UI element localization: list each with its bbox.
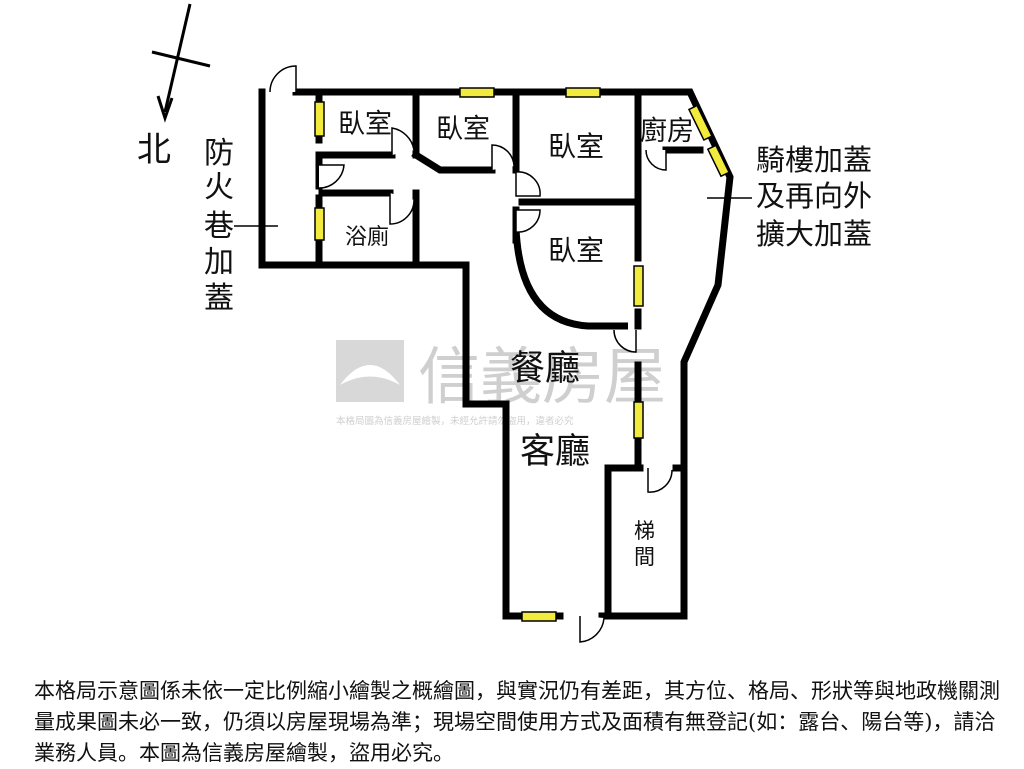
outer-wall-west <box>258 88 564 620</box>
door-passage-1 <box>318 164 345 189</box>
arcade-line-1: 騎樓加蓋 <box>756 143 872 177</box>
room-label-bedroom-2: 臥室 <box>436 114 490 145</box>
room-label-dining: 餐廳 <box>510 349 580 389</box>
north-label: 北 <box>137 130 171 170</box>
window-west-2 <box>314 207 325 241</box>
arcade-line-3: 擴大加蓋 <box>756 217 872 251</box>
room-label-stair-2: 間 <box>634 545 655 569</box>
door-stairwell <box>647 468 673 493</box>
entry-door-south <box>579 616 605 643</box>
curved-wall <box>512 227 628 330</box>
door-kitchen <box>645 149 667 171</box>
door-hall-a <box>515 171 541 197</box>
watermark: 信義房屋 本格局圖為信義房屋繪製，未經允許請勿盜用，違者必究 <box>336 340 666 427</box>
windows <box>314 87 731 622</box>
door-hall-b <box>515 209 541 233</box>
room-label-stair-1: 梯 <box>634 519 655 543</box>
arcade-line-2: 及再向外 <box>756 179 872 213</box>
fire-lane-char-2: 火 <box>204 170 234 205</box>
outer-wall <box>292 88 734 620</box>
window-arcade-1 <box>687 104 713 142</box>
room-label-bedroom-1: 臥室 <box>338 109 392 140</box>
door-bedroom-1 <box>391 127 415 155</box>
fire-lane-char-3: 巷 <box>204 209 234 244</box>
window-bedroom-east <box>633 265 644 307</box>
disclaimer-text: 本格局示意圖係未依一定比例縮小繪製之概繪圖，與實況仍有差距，其方位、格局、形狀等… <box>34 679 1000 765</box>
window-arcade-2 <box>706 144 731 178</box>
window-top-1 <box>459 87 495 98</box>
door-dining <box>613 329 637 353</box>
room-label-kitchen: 廚房 <box>640 116 694 147</box>
watermark-logo-mark <box>340 365 400 385</box>
room-label-living: 客廳 <box>520 432 590 472</box>
door-bathroom <box>389 193 415 225</box>
room-label-bathroom: 浴廁 <box>345 225 389 250</box>
entry-door-north <box>269 65 297 93</box>
fire-lane-char-5: 蓋 <box>204 281 234 316</box>
watermark-brand: 信義房屋 <box>418 340 666 413</box>
fire-lane-annotation: 防 火 巷 加 蓋 <box>204 136 278 316</box>
fire-lane-char-4: 加 <box>204 245 234 280</box>
door-bedroom-2 <box>491 144 515 170</box>
doors <box>269 65 673 643</box>
room-labels: 臥室 臥室 臥室 臥室 廚房 浴廁 餐廳 客廳 梯 間 <box>338 109 694 569</box>
room-label-bedroom-3: 臥室 <box>548 130 604 163</box>
window-west-1 <box>314 101 325 137</box>
arcade-annotation: 騎樓加蓋 及再向外 擴大加蓋 <box>707 143 872 251</box>
north-arrow <box>151 3 211 123</box>
window-hall <box>633 401 644 439</box>
fire-lane-char-1: 防 <box>204 136 234 171</box>
window-south <box>521 611 557 622</box>
window-top-2 <box>565 87 601 98</box>
room-label-bedroom-4: 臥室 <box>548 234 604 267</box>
watermark-small: 本格局圖為信義房屋繪製，未經允許請勿盜用，違者必究 <box>336 415 574 427</box>
